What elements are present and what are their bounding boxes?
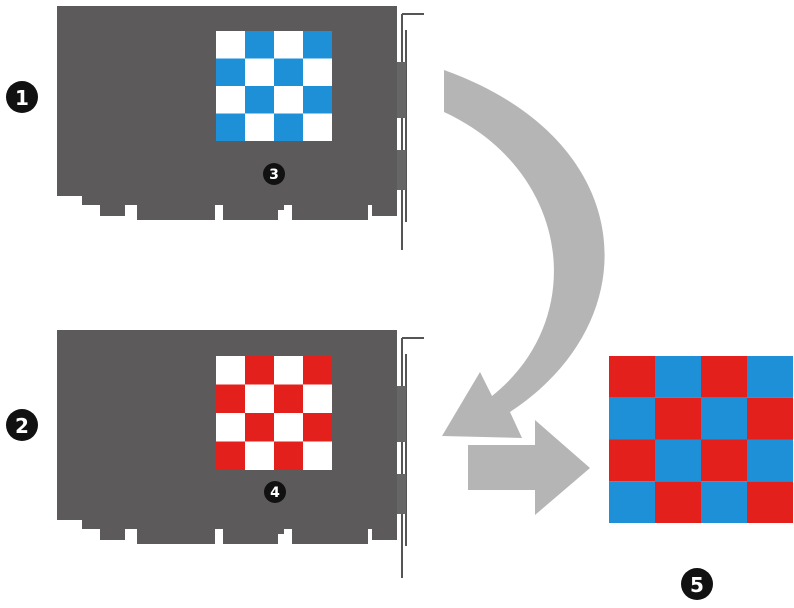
checker-cell — [245, 31, 274, 59]
checker-cell — [216, 384, 245, 413]
checker-cell — [216, 113, 245, 141]
marker-label: 4 — [270, 485, 280, 501]
checker-cell — [245, 356, 274, 385]
combined-checker-grid — [609, 356, 793, 523]
checker-cell — [747, 397, 793, 440]
checker-cell — [303, 413, 332, 442]
marker-card-1: 1 — [6, 81, 38, 113]
marker-result: 5 — [681, 568, 713, 600]
card-2-connector — [397, 474, 406, 514]
checker-cell — [701, 481, 747, 523]
right-arrow-icon — [468, 420, 590, 515]
checker-cell — [303, 113, 332, 141]
checker-cell — [216, 413, 245, 442]
checker-cell — [274, 441, 303, 470]
marker-card-2: 2 — [6, 409, 38, 441]
checker-cell — [747, 356, 793, 398]
marker-tile-3: 3 — [263, 163, 285, 185]
checker-cell — [216, 58, 245, 86]
marker-circle — [6, 81, 38, 113]
checker-cell — [216, 86, 245, 114]
checker-cell — [609, 439, 655, 482]
graphics-card-2 — [57, 330, 424, 578]
checker-cell — [303, 31, 332, 59]
checker-cell — [274, 113, 303, 141]
marker-circle — [264, 481, 286, 503]
checker-cell — [245, 441, 274, 470]
checker-cell — [701, 439, 747, 482]
marker-label: 2 — [15, 414, 29, 438]
card-1-bracket — [401, 13, 424, 250]
checker-cell — [655, 439, 701, 482]
marker-label: 3 — [269, 167, 279, 183]
checker-cell — [274, 356, 303, 385]
checker-cell — [274, 86, 303, 114]
checker-cell — [216, 31, 245, 59]
checker-cell — [747, 439, 793, 482]
checker-cell — [245, 86, 274, 114]
checker-cell — [701, 356, 747, 398]
marker-circle — [263, 163, 285, 185]
checker-cell — [245, 413, 274, 442]
checker-cell — [655, 356, 701, 398]
checker-cell — [655, 397, 701, 440]
marker-label: 1 — [15, 86, 29, 110]
card-1-connector — [397, 62, 406, 118]
checker-cell — [701, 397, 747, 440]
marker-circle — [681, 568, 713, 600]
checker-cell — [303, 86, 332, 114]
checker-cell — [303, 384, 332, 413]
marker-circle — [6, 409, 38, 441]
card-1-connector — [397, 150, 406, 190]
checker-cell — [747, 481, 793, 523]
checker-cell — [303, 356, 332, 385]
checker-cell — [609, 356, 655, 398]
checker-cell — [303, 58, 332, 86]
checker-cell — [274, 384, 303, 413]
marker-tile-4: 4 — [264, 481, 286, 503]
checker-cell — [655, 481, 701, 523]
card-2-connector — [397, 386, 406, 442]
checker-cell — [245, 58, 274, 86]
checker-cell — [303, 441, 332, 470]
marker-label: 5 — [690, 573, 704, 597]
checker-cell — [216, 441, 245, 470]
checker-cell — [245, 384, 274, 413]
checker-cell — [245, 113, 274, 141]
checker-cell — [274, 413, 303, 442]
checker-cell — [274, 58, 303, 86]
checker-cell — [274, 31, 303, 59]
checker-tile-3 — [216, 31, 332, 141]
card-2-bracket — [401, 337, 424, 578]
curved-arrow-icon — [442, 70, 605, 438]
checker-cell — [609, 397, 655, 440]
checker-tile-4 — [216, 356, 332, 470]
checker-cell — [609, 481, 655, 523]
graphics-card-1 — [57, 6, 424, 250]
checker-cell — [216, 356, 245, 385]
